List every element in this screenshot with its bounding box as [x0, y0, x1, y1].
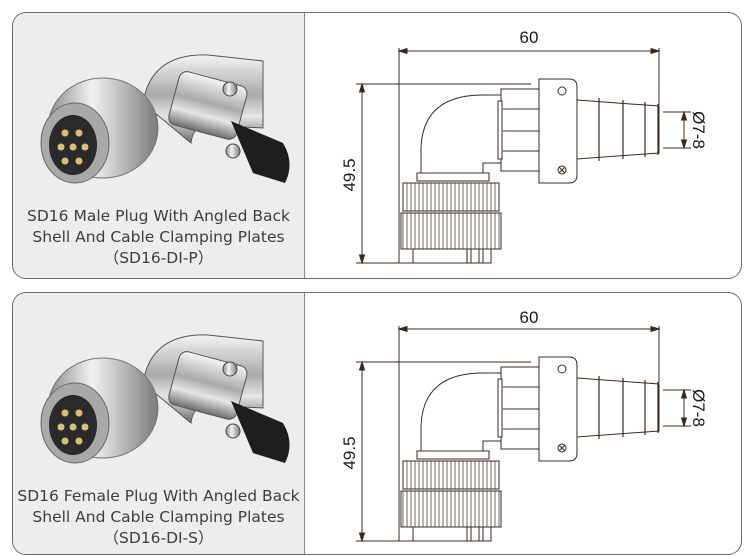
width-dimension: 60: [520, 308, 539, 327]
caption-line: Shell And Cable Clamping Plates: [32, 228, 285, 246]
product-card-male: SD16 Male Plug With Angled Back Shell An…: [12, 12, 742, 279]
height-dimension: 49.5: [340, 436, 359, 469]
product-caption: SD16 Male Plug With Angled Back Shell An…: [13, 206, 304, 269]
product-caption: SD16 Female Plug With Angled Back Shell …: [13, 486, 304, 549]
caption-line: Shell And Cable Clamping Plates: [32, 508, 285, 526]
cable-diameter-dimension: Ø7-8: [689, 389, 708, 427]
model-number: （SD16-DI-P）: [103, 249, 214, 267]
caption-line: SD16 Male Plug With Angled Back: [27, 207, 290, 225]
product-photo-panel: SD16 Female Plug With Angled Back Shell …: [13, 293, 305, 554]
caption-line: SD16 Female Plug With Angled Back: [17, 487, 300, 505]
product-card-female: SD16 Female Plug With Angled Back Shell …: [12, 292, 742, 555]
dimension-drawing: 60 49.5 Ø7-8: [340, 28, 708, 264]
height-dimension: 49.5: [340, 158, 359, 191]
dimension-drawing: 60 49.5 Ø7-8: [340, 308, 708, 542]
product-photo-panel: SD16 Male Plug With Angled Back Shell An…: [13, 13, 305, 278]
width-dimension: 60: [520, 28, 539, 47]
model-number: （SD16-DI-S）: [103, 529, 214, 547]
cable-diameter-dimension: Ø7-8: [689, 111, 708, 149]
